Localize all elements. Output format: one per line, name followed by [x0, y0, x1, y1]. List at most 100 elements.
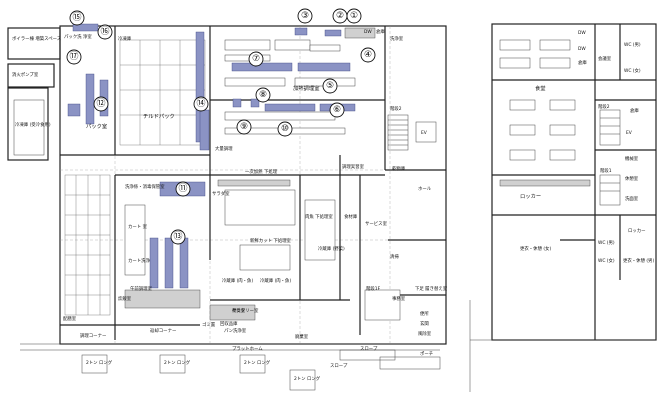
- room-store-b: 冷蔵庫 (肉・魚): [260, 277, 291, 284]
- room-new-cook: 新鮮カット 下処理室: [250, 237, 292, 244]
- marker-8: ⑧: [255, 87, 271, 103]
- label-slope: スロープ: [360, 346, 378, 352]
- svg-text:⑩: ⑩: [281, 124, 289, 134]
- room-food-store: 食材庫: [344, 213, 358, 220]
- main-floor: ボイラー棟 増築スペース 消火ポンプ室 冷凍庫 (受冷食用) パック洗 浄室 冷…: [7, 23, 448, 391]
- marker-12: ⑫: [93, 96, 109, 112]
- upper-stair1: 階段1: [600, 167, 612, 174]
- marker-14: ⑭: [193, 96, 209, 112]
- upper-store: 倉庫: [630, 107, 639, 114]
- room-pan-wash: パン洗浄室: [224, 327, 247, 334]
- marker-3: ③: [297, 8, 313, 24]
- upper-changing-m: 更衣・休憩 (男): [623, 257, 654, 264]
- pack-room-racks: [119, 39, 206, 146]
- upper-floor: DW DW 倉庫 会議室 WC (男) WC (女) 階段2 EV 倉庫 階段1…: [469, 23, 657, 392]
- upper-wc-f: WC (女): [624, 67, 641, 74]
- svg-text:⑪: ⑪: [178, 183, 187, 194]
- label-dw: DW: [364, 29, 372, 35]
- upper-locker2: ロッカー: [628, 228, 646, 234]
- room-dry-store: 乾物庫: [392, 165, 406, 172]
- upper-wc-m: WC (男): [624, 42, 641, 48]
- room-large-cook: 大量調理: [215, 145, 233, 152]
- upper-wc-f2: WC (女): [598, 257, 615, 264]
- svg-text:⑥: ⑥: [333, 105, 341, 115]
- svg-text:⑫: ⑫: [96, 98, 105, 109]
- svg-text:⑮: ⑮: [72, 12, 81, 23]
- room-gomi: ゴミ置: [202, 321, 216, 328]
- room-kitchen-store: 回収品庫: [220, 320, 238, 327]
- room-delivery: 下足 履き替え室: [415, 285, 448, 292]
- room-heat-cook: 加熱調理室: [293, 84, 320, 92]
- room-warm-store: 冷蔵庫 (野菜): [318, 245, 345, 252]
- room-cold-room: 冷凍庫 (受冷食用): [15, 121, 51, 128]
- room-office: 事務室: [392, 295, 406, 302]
- marker-10: ⑩: [277, 121, 293, 137]
- upper-machine: 機械室: [625, 155, 639, 162]
- room-goods-in: 荷受室: [232, 307, 246, 314]
- marker-9: ⑨: [236, 119, 252, 135]
- upper-ev: EV: [626, 130, 632, 136]
- room-wash-sort: 洗浄係・消毒保管室: [125, 183, 165, 190]
- svg-text:⑰: ⑰: [69, 51, 78, 62]
- room-garbage-store: 風除室: [418, 330, 432, 337]
- annex-rooms: [13, 99, 45, 156]
- room-cart: カート 室: [128, 223, 148, 230]
- marker-11: ⑪: [175, 181, 191, 197]
- room-sanitary: サニタリー室: [232, 307, 259, 314]
- room-rice-corner: 調理コーナー: [80, 332, 106, 339]
- room-dish-wash: 洗浄室: [390, 35, 404, 42]
- upper-warehouse: 倉庫: [578, 59, 587, 66]
- upper-changing-f: 更衣・休憩 (女): [520, 245, 551, 252]
- svg-text:⑦: ⑦: [252, 54, 260, 64]
- stair-main: [387, 114, 437, 151]
- room-chef-prep: 午前調理室: [130, 285, 153, 292]
- upper-stairs: [599, 109, 621, 206]
- marker-2: ②: [332, 8, 348, 24]
- svg-text:①: ①: [350, 11, 358, 21]
- label-stair2: 階段2: [390, 105, 402, 112]
- marker-6: ⑥: [329, 102, 345, 118]
- marker-4: ④: [360, 47, 376, 63]
- chilled-storage-racks: [64, 174, 111, 316]
- room-pack: パック室: [86, 122, 107, 130]
- room-chill-store: 冷蔵庫 (肉・魚): [222, 277, 253, 284]
- svg-text:⑤: ⑤: [326, 81, 334, 91]
- room-pack-wash: パック洗 浄室: [64, 33, 92, 40]
- upper-stair2: 階段2: [598, 103, 610, 110]
- upper-dining-tables: [499, 39, 591, 187]
- room-rice: 配膳室: [63, 315, 77, 322]
- upper-dining: 食堂: [535, 84, 546, 92]
- room-rice-wash: 炊飯室: [118, 295, 132, 302]
- room-plate-corner: 返却コーナー: [150, 327, 176, 334]
- room-one-pot: 一次加熱 下処理: [245, 168, 278, 175]
- room-chill-a: 冷凍庫: [118, 35, 132, 42]
- upper-locker: ロッカー: [520, 193, 541, 200]
- room-hall: ホール: [418, 186, 432, 192]
- svg-text:④: ④: [364, 50, 372, 60]
- svg-text:⑨: ⑨: [240, 122, 248, 132]
- upper-dw-2: DW: [578, 46, 586, 52]
- label-platform: プラットホーム: [232, 346, 263, 352]
- room-staff-lift: 廃棄室: [295, 333, 309, 340]
- room-serving: サービス室: [365, 220, 388, 227]
- marker-1: ①: [346, 8, 362, 24]
- marker-5: ⑤: [322, 78, 338, 94]
- upper-meeting: 会議室: [598, 55, 612, 62]
- upper-lounge: 休憩室: [625, 175, 639, 182]
- label-truck-1: 2トン ロング: [86, 359, 113, 366]
- room-warehouse: 倉庫: [376, 28, 385, 35]
- marker-16: ⑯: [97, 24, 113, 40]
- room-cleaning: 清掃: [390, 253, 399, 260]
- room-entrance-1f: 階段1F: [366, 285, 381, 292]
- marker-13: ⑬: [170, 229, 186, 245]
- marker-15: ⑮: [69, 10, 85, 26]
- marker-7: ⑦: [248, 51, 264, 67]
- label-truck-2: 2トン ロング: [164, 359, 191, 366]
- marker-17: ⑰: [66, 49, 82, 65]
- upper-wc-m2: WC (男): [598, 240, 615, 246]
- upper-dw-1: DW: [578, 30, 586, 36]
- svg-text:⑭: ⑭: [196, 98, 205, 109]
- label-truck-4: 2トン ロング: [294, 375, 321, 382]
- room-chill-pack: チルドパック: [143, 113, 175, 120]
